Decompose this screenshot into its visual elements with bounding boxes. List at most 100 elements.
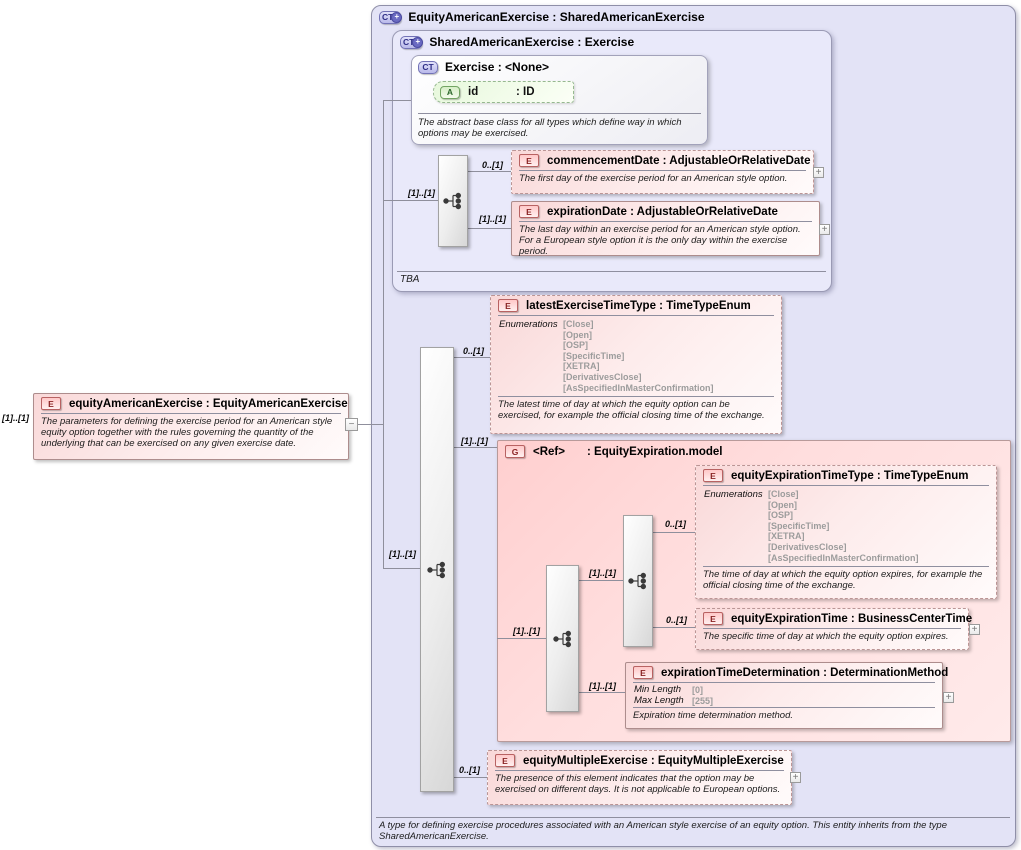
enumerations-block: Enumerations [Close][Open][OSP][Specific… (696, 486, 996, 565)
complextype-header: CT+ SharedAmericanExercise : Exercise (393, 31, 831, 53)
complextype-title: SharedAmericanExercise : Exercise (429, 35, 635, 49)
enumerations-values: [Close][Open][OSP][SpecificTime][XETRA][… (563, 319, 714, 393)
cardinality-label-main-sequence: [1]..[1] (389, 549, 416, 559)
expand-icon-expirationTimeDetermination[interactable]: + (943, 692, 954, 703)
connector-line (651, 532, 695, 533)
connector-line (466, 171, 511, 172)
group-name: <Ref> (533, 445, 565, 458)
element-box-expirationTimeDetermination[interactable]: E expirationTimeDetermination : Determin… (625, 662, 948, 729)
group-icon: G (505, 445, 525, 458)
cardinality-label-equityExpirationTimeType: 0..[1] (665, 519, 687, 529)
sequence-connector[interactable] (546, 565, 579, 712)
element-annotation: The first day of the exercise period for… (519, 173, 788, 184)
divider (703, 485, 989, 486)
enumerations-label: Enumerations (499, 319, 558, 330)
facet-row: Max Length [255] (626, 694, 942, 707)
element-annotation: Expiration time determination method. (633, 710, 793, 721)
enumerations-block: Enumerations [Close][Open][OSP][Specific… (491, 316, 781, 395)
element-box-equityExpirationTimeType[interactable]: E equityExpirationTimeType : TimeTypeEnu… (695, 465, 997, 599)
connector-line (452, 357, 490, 358)
divider (633, 707, 935, 708)
divider (519, 170, 806, 171)
cardinality-label-expirationDate: [1]..[1] (479, 214, 506, 224)
complextype-header: CT Exercise : <None> (412, 56, 707, 78)
cardinality-label-root: [1]..[1] (2, 413, 29, 423)
expand-icon-commencementDate[interactable]: + (813, 167, 824, 178)
element-header: E equityExpirationTime : BusinessCenterT… (696, 609, 972, 627)
element-icon: E (703, 469, 723, 482)
complextype-title: Exercise : <None> (445, 60, 550, 74)
cardinality-label-shared-sequence: [1]..[1] (408, 188, 435, 198)
sequence-connector[interactable] (623, 515, 653, 647)
divider (498, 315, 774, 316)
expand-icon-expirationDate[interactable]: + (819, 224, 830, 235)
facet-label: Max Length (634, 694, 684, 706)
divider (703, 628, 961, 629)
connector-line (577, 580, 623, 581)
facet-label: Min Length (634, 684, 682, 695)
element-annotation: The latest time of day at which the equi… (498, 399, 765, 422)
element-header: E latestExerciseTimeType : TimeTypeEnum (491, 296, 781, 314)
element-title: commencementDate : AdjustableOrRelativeD… (547, 154, 811, 167)
cardinality-label-equityMultipleExercise: 0..[1] (459, 765, 481, 775)
facets-block: Min Length [0] Max Length [255] (626, 683, 942, 706)
element-header: E equityMultipleExercise : EquityMultipl… (488, 751, 791, 769)
expand-icon-equityExpirationTime[interactable]: + (969, 624, 980, 635)
element-box-equityExpirationTime[interactable]: E equityExpirationTime : BusinessCenterT… (695, 608, 972, 650)
element-header: E expirationTimeDetermination : Determin… (626, 663, 948, 681)
complextype-box-Exercise[interactable]: CT Exercise : <None> A id : ID The abstr… (411, 55, 708, 145)
element-box-commencementDate[interactable]: E commencementDate : AdjustableOrRelativ… (511, 150, 814, 194)
element-title: equityExpirationTimeType : TimeTypeEnum (731, 469, 969, 482)
connector-line (358, 424, 383, 425)
facet-row: Min Length [0] (626, 684, 942, 696)
cardinality-label-group-sequence: [1]..[1] (513, 626, 540, 636)
complextype-header: CT+ EquityAmericanExercise : SharedAmeri… (372, 6, 1015, 28)
expand-icon-equityMultipleExercise[interactable]: + (790, 772, 801, 783)
element-box-equityAmericanExercise[interactable]: E equityAmericanExercise : EquityAmerica… (33, 393, 349, 460)
element-box-expirationDate[interactable]: E expirationDate : AdjustableOrRelativeD… (511, 201, 820, 257)
derived-plus-icon: + (412, 36, 424, 48)
complextype-title: EquityAmericanExercise : SharedAmericanE… (408, 10, 705, 24)
connector-line (383, 568, 420, 569)
connector-line (466, 228, 511, 229)
sequence-icon (552, 630, 571, 647)
element-header: E expirationDate : AdjustableOrRelativeD… (512, 202, 819, 220)
enumerations-label: Enumerations (704, 489, 763, 500)
element-box-equityMultipleExercise[interactable]: E equityMultipleExercise : EquityMultipl… (487, 750, 792, 805)
connector-line (651, 627, 695, 628)
cardinality-label-equityExpirationTime: 0..[1] (666, 615, 688, 625)
cardinality-label-expirationTimeDetermination: [1]..[1] (589, 681, 616, 691)
element-header: E equityExpirationTimeType : TimeTypeEnu… (696, 466, 996, 484)
sequence-icon (628, 572, 647, 590)
divider (519, 221, 812, 222)
group-type: : EquityExpiration.model (587, 445, 723, 458)
complextype-icon: CT (418, 60, 438, 74)
connector-line (497, 638, 546, 639)
element-title: equityAmericanExercise : EquityAmericanE… (69, 397, 348, 410)
complextype-annotation: A type for defining exercise procedures … (376, 817, 1010, 842)
element-title: expirationDate : AdjustableOrRelativeDat… (547, 205, 778, 218)
enumerations-values: [Close][Open][OSP][SpecificTime][XETRA][… (768, 489, 919, 563)
element-icon: E (519, 205, 539, 218)
complextype-icon: CT+ (379, 10, 403, 24)
element-title: equityExpirationTime : BusinessCenterTim… (731, 612, 973, 625)
cardinality-label-inner-sequence: [1]..[1] (589, 568, 616, 578)
element-box-latestExerciseTimeType[interactable]: E latestExerciseTimeType : TimeTypeEnum … (490, 295, 782, 434)
derived-plus-icon: + (391, 11, 403, 23)
element-title: latestExerciseTimeType : TimeTypeEnum (526, 299, 751, 312)
divider (498, 396, 774, 398)
sequence-connector[interactable] (438, 155, 468, 247)
cardinality-label-commencementDate: 0..[1] (482, 160, 504, 170)
connector-line (577, 692, 625, 693)
connector-line (383, 100, 411, 101)
attribute-name: id (468, 86, 479, 98)
element-icon: E (633, 666, 653, 679)
complextype-icon: CT+ (400, 35, 424, 49)
attribute-box-id[interactable]: A id : ID (433, 81, 574, 103)
collapse-icon[interactable]: − (345, 418, 358, 431)
sequence-connector[interactable] (420, 347, 454, 792)
element-annotation: The last day within an exercise period f… (519, 224, 801, 257)
divider (41, 413, 341, 414)
divider (418, 113, 701, 114)
connector-line (452, 777, 487, 778)
